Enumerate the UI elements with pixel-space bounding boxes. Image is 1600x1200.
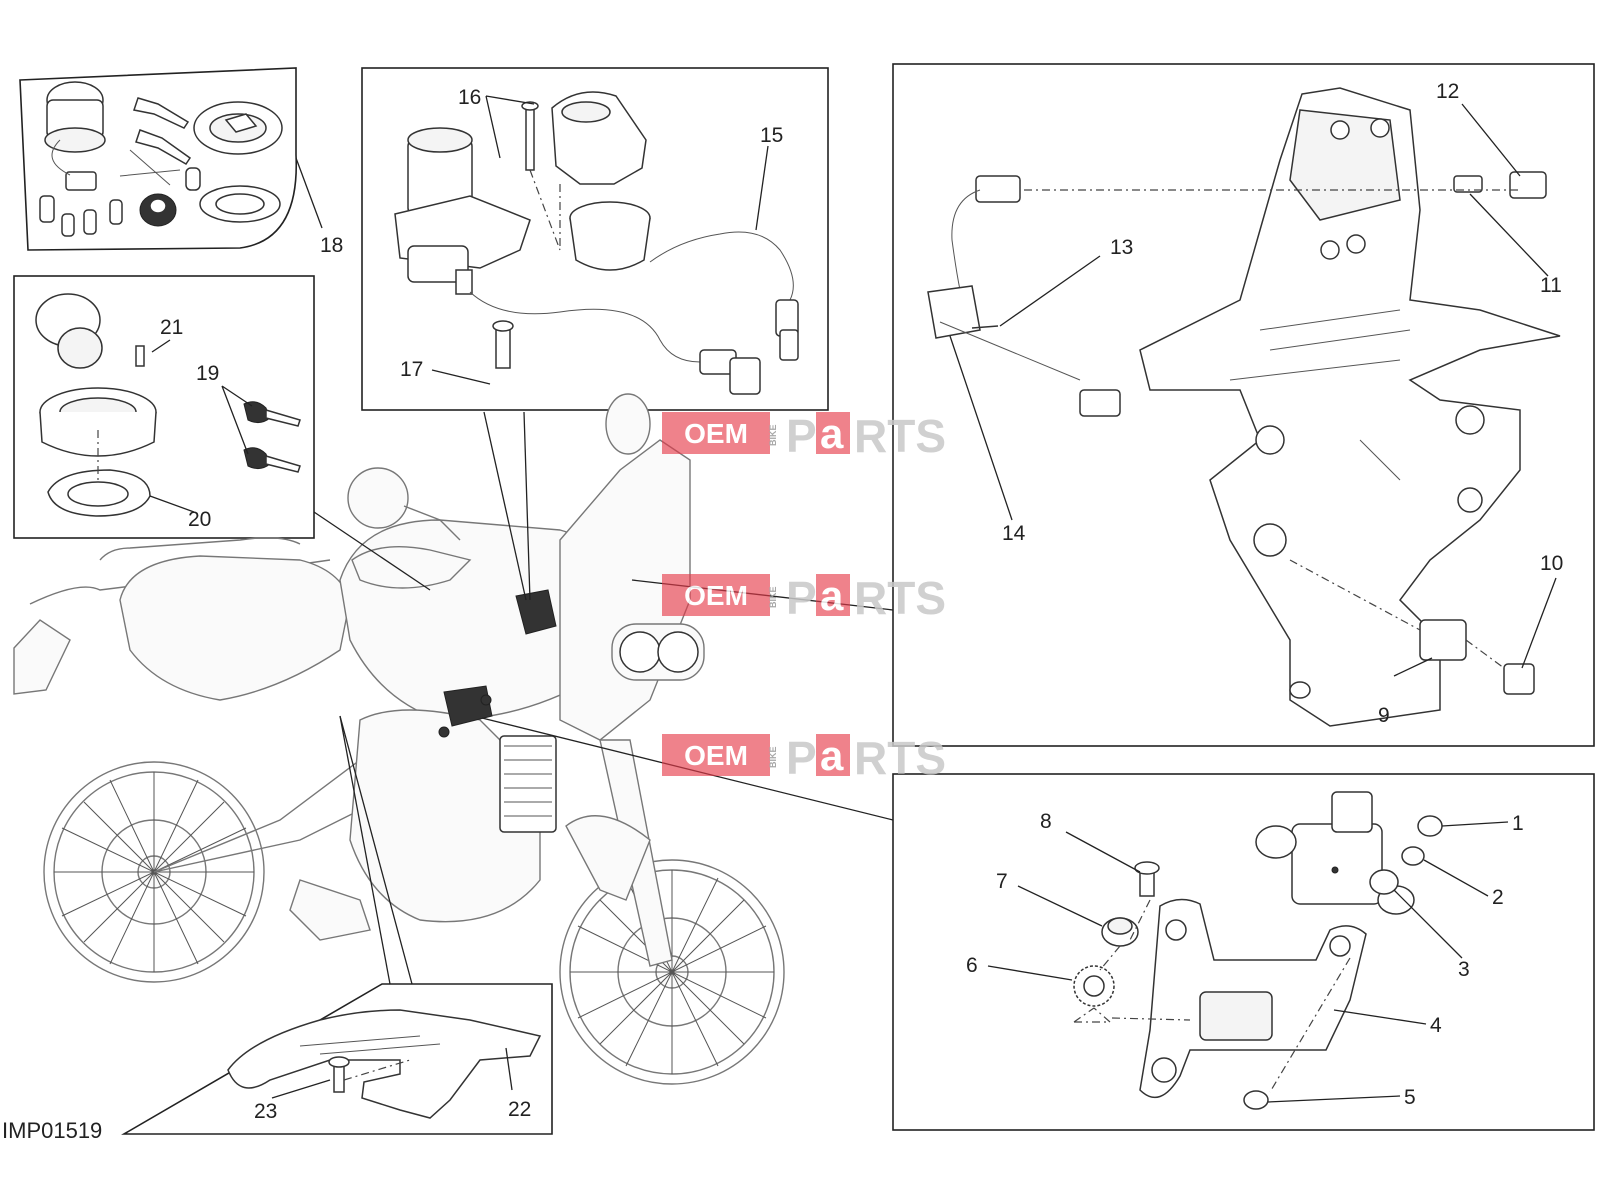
watermark-rts: RTS — [854, 410, 946, 462]
panel-lock-assembly — [13, 275, 315, 539]
callout-9: 9 — [1378, 704, 1390, 727]
callout-23: 23 — [254, 1100, 277, 1123]
callout-4: 4 — [1430, 1014, 1442, 1037]
callout-20: 20 — [188, 508, 211, 531]
watermark-a: a — [820, 732, 844, 779]
panel-sensor-bracket — [892, 773, 1595, 1131]
callout-7: 7 — [996, 870, 1008, 893]
callout-2: 2 — [1492, 886, 1504, 909]
watermark-p: P — [786, 410, 817, 462]
callout-12: 12 — [1436, 80, 1459, 103]
watermark-rts: RTS — [854, 732, 946, 784]
watermark-1: OEM BIKE P a RTS — [662, 410, 946, 462]
callout-8: 8 — [1040, 810, 1052, 833]
watermark-bike: BIKE — [768, 424, 778, 446]
watermark-oem: OEM — [684, 740, 748, 771]
watermark-p: P — [786, 732, 817, 784]
panel-cover — [121, 983, 553, 1135]
callout-17: 17 — [400, 358, 423, 381]
callout-22: 22 — [508, 1098, 531, 1121]
watermark-logo: OEM BIKE P a RTS OEM BIKE P a RTS OEM BI… — [662, 410, 946, 784]
callout-14: 14 — [1002, 522, 1026, 545]
callout-6: 6 — [966, 954, 978, 977]
watermark-bike: BIKE — [768, 586, 778, 608]
callout-18: 18 — [320, 234, 343, 257]
callout-1: 1 — [1512, 812, 1524, 835]
motorcycle-outline — [13, 393, 785, 1085]
panel-steering-lock — [361, 67, 829, 411]
watermark-oem: OEM — [684, 418, 748, 449]
callout-13: 13 — [1110, 236, 1133, 259]
callout-19: 19 — [196, 362, 219, 385]
watermark-rts: RTS — [854, 572, 946, 624]
callout-3: 3 — [1458, 958, 1470, 981]
panel-ecu-bracket — [892, 63, 1595, 747]
panel-key-set — [19, 67, 323, 251]
callout-labels: 1 2 3 4 5 6 7 8 9 10 11 12 13 14 15 16 1… — [160, 80, 1563, 1123]
callout-10: 10 — [1540, 552, 1563, 575]
callout-15: 15 — [760, 124, 783, 147]
diagram-reference-code: IMP01519 — [2, 1118, 102, 1143]
callout-11: 11 — [1540, 274, 1562, 297]
callout-16: 16 — [458, 86, 481, 109]
watermark-bike: BIKE — [768, 746, 778, 768]
watermark-a: a — [820, 572, 844, 619]
watermark-p: P — [786, 572, 817, 624]
watermark-3: OEM BIKE P a RTS — [662, 732, 946, 784]
watermark-a: a — [820, 410, 844, 457]
watermark-oem: OEM — [684, 580, 748, 611]
callout-5: 5 — [1404, 1086, 1416, 1109]
watermark-2: OEM BIKE P a RTS — [662, 572, 946, 624]
callout-21: 21 — [160, 316, 183, 339]
